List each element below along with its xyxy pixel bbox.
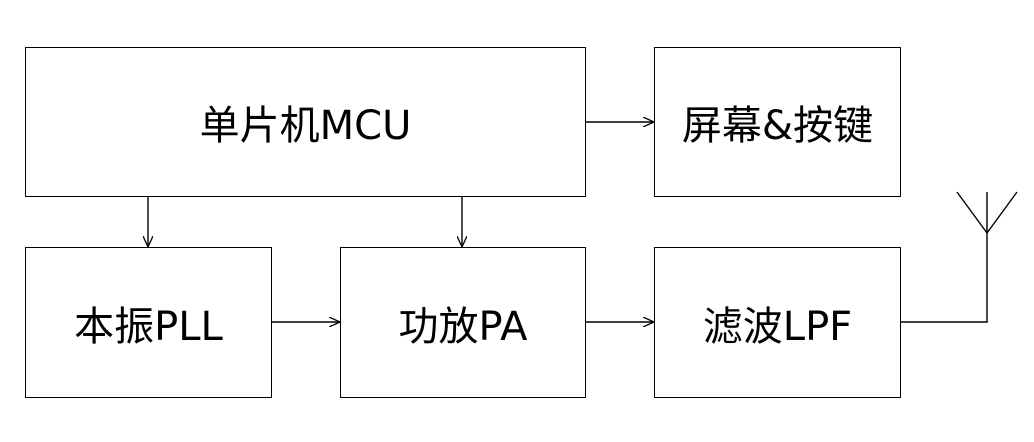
lpf-block: 滤波LPF [654,247,901,398]
antenna-icon [956,191,1018,234]
display-keys-label: 屏幕&按键 [681,103,874,149]
lpf-label: 滤波LPF [702,303,853,350]
display-keys-block: 屏幕&按键 [654,47,901,197]
pll-label: 本振PLL [74,303,223,350]
line-lpf-to-antenna [900,233,988,323]
pa-label: 功放PA [398,303,528,350]
pa-block: 功放PA [340,247,586,398]
mcu-label: 单片机MCU [199,103,412,149]
mcu-block: 单片机MCU [25,47,586,197]
pll-block: 本振PLL [25,247,272,398]
